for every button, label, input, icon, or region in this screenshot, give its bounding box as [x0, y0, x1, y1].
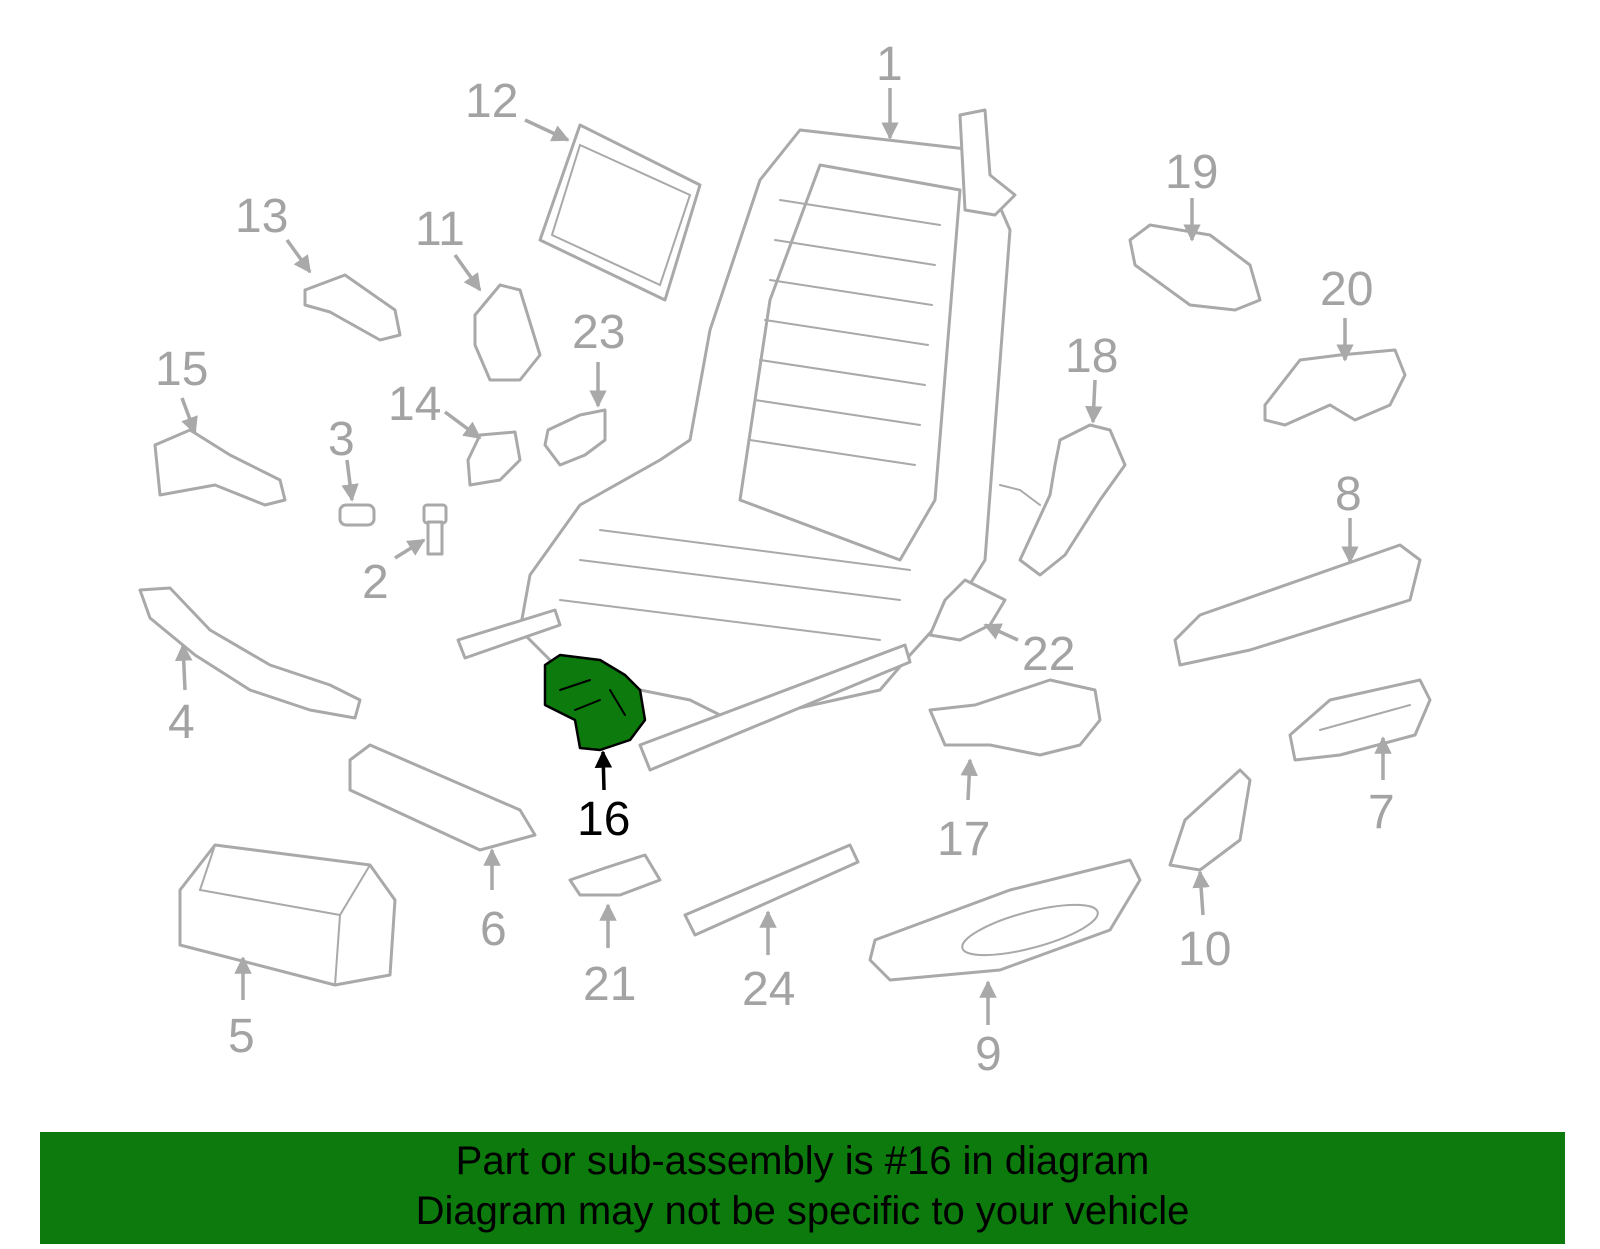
footer-line-2: Diagram may not be specific to your vehi… [415, 1189, 1190, 1233]
callout-7: 7 [1368, 786, 1395, 839]
part-12-back-panel [538, 123, 702, 302]
callout-13: 13 [235, 190, 288, 243]
callout-17: 17 [937, 813, 990, 866]
part-17-motor [928, 678, 1102, 757]
part-23-bracket [543, 408, 607, 467]
part-24-rail-strip [683, 843, 860, 937]
callout-12: 12 [465, 75, 518, 128]
callout-21: 21 [583, 958, 636, 1011]
callout-2: 2 [362, 556, 389, 609]
footer-line-1: Part or sub-assembly is #16 in diagram [455, 1139, 1150, 1183]
callout-5: 5 [228, 1010, 255, 1063]
part-1-seat-frame [456, 108, 1017, 772]
part-15-motor [153, 428, 287, 507]
callout-20: 20 [1320, 263, 1373, 316]
callout-10: 10 [1178, 923, 1231, 976]
part-8-track-rail [1173, 543, 1422, 667]
part-16-motor-highlighted [543, 653, 647, 752]
part-13-motor [303, 273, 402, 342]
callout-3: 3 [328, 413, 355, 466]
part-2-bolt [422, 503, 448, 556]
part-14-bracket [466, 430, 522, 487]
callout-18: 18 [1065, 330, 1118, 383]
callout-15: 15 [155, 343, 208, 396]
callout-1: 1 [876, 38, 903, 91]
callout-14: 14 [388, 378, 441, 431]
part-7-switch-panel [1288, 678, 1432, 762]
part-21-bracket [568, 853, 662, 897]
callout-9: 9 [975, 1028, 1002, 1081]
callout-23: 23 [572, 306, 625, 359]
part-19-motor [1128, 223, 1262, 312]
part-3-nut [338, 503, 376, 527]
callout-19: 19 [1165, 146, 1218, 199]
part-5-switch-base [178, 843, 397, 987]
footer-banner: Part or sub-assembly is #16 in diagram D… [40, 1132, 1565, 1244]
part-20-motor [1263, 348, 1407, 427]
part-11-cover [473, 283, 542, 382]
leader-lines [174, 88, 1392, 1025]
callout-labels: 1 2 3 4 5 6 7 8 9 10 11 12 13 14 15 16 1… [155, 38, 1395, 1081]
part-10-cover [1168, 768, 1252, 872]
callout-16: 16 [577, 793, 630, 846]
part-9-side-cover [868, 858, 1142, 982]
callout-8: 8 [1335, 468, 1362, 521]
part-18-motor [999, 423, 1127, 577]
callout-4: 4 [168, 696, 195, 749]
callout-11: 11 [415, 203, 465, 256]
part-6-trim-piece [348, 743, 537, 852]
callout-22: 22 [1022, 628, 1075, 681]
seat-parts-diagram: 1 2 3 4 5 6 7 8 9 10 11 12 13 14 15 16 1… [138, 38, 1432, 1081]
callout-6: 6 [480, 903, 507, 956]
callout-24: 24 [742, 963, 795, 1016]
